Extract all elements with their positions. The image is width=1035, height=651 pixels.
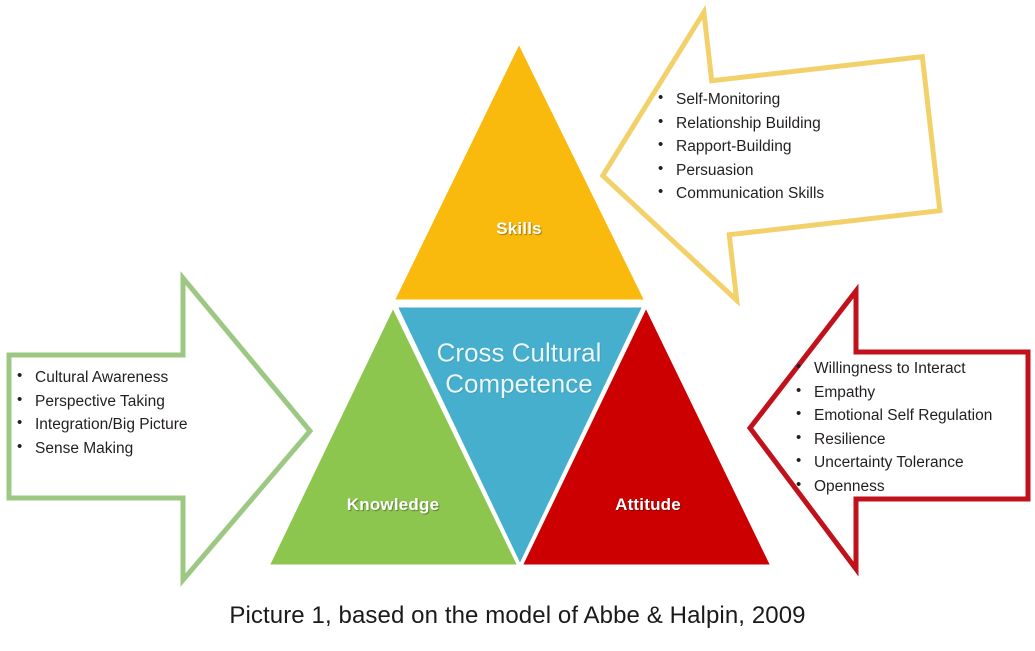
callout-list-skills: Self-Monitoring Relationship Building Ra… xyxy=(655,87,824,206)
pyramid-segment-skills xyxy=(390,38,649,303)
list-item: Openness xyxy=(793,474,992,499)
list-item: Self-Monitoring xyxy=(655,87,824,112)
list-item: Resilience xyxy=(793,427,992,452)
list-item: Uncertainty Tolerance xyxy=(793,450,992,475)
list-item: Integration/Big Picture xyxy=(14,412,188,437)
callout-list-knowledge: Cultural Awareness Perspective Taking In… xyxy=(14,365,188,461)
list-item: Persuasion xyxy=(655,158,824,183)
list-item: Willingness to Interact xyxy=(793,356,992,381)
list-item: Empathy xyxy=(793,380,992,405)
pyramid-segment-knowledge xyxy=(265,302,522,568)
list-item: Communication Skills xyxy=(655,181,824,206)
list-item: Rapport-Building xyxy=(655,134,824,159)
list-item: Relationship Building xyxy=(655,111,824,136)
list-item: Cultural Awareness xyxy=(14,365,188,390)
list-item: Sense Making xyxy=(14,436,188,461)
callout-list-attitude: Willingness to Interact Empathy Emotiona… xyxy=(793,356,992,499)
pyramid-group xyxy=(265,38,775,570)
list-item: Perspective Taking xyxy=(14,389,188,414)
list-item: Emotional Self Regulation xyxy=(793,403,992,428)
pyramid-segment-core xyxy=(393,304,647,570)
figure-caption: Picture 1, based on the model of Abbe & … xyxy=(229,602,806,629)
